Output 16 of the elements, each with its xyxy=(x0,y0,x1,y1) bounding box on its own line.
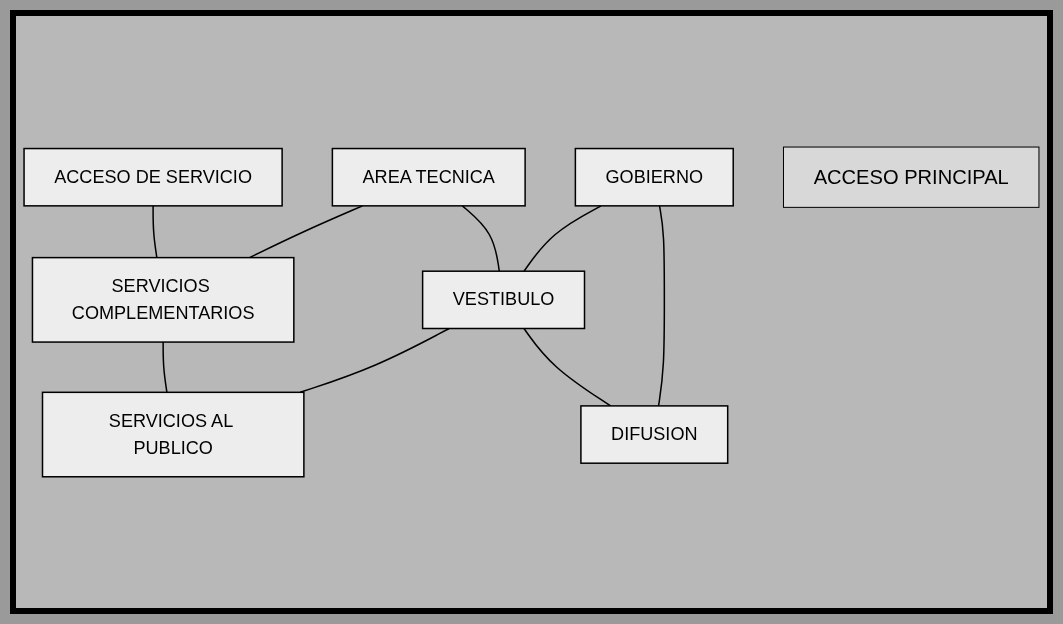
connector xyxy=(523,205,602,273)
connector xyxy=(162,341,168,394)
node-box: VESTIBULO xyxy=(421,270,586,330)
node-box: SERVICIOS AL PUBLICO xyxy=(41,391,305,478)
connector xyxy=(248,205,364,259)
node-box: ACCESO PRINCIPAL xyxy=(783,146,1040,208)
node-box: DIFUSION xyxy=(580,405,729,465)
node-box: AREA TECNICA xyxy=(331,147,526,207)
connector xyxy=(657,205,666,407)
connector xyxy=(299,327,450,394)
node-box: GOBIERNO xyxy=(574,147,734,207)
connector xyxy=(461,205,501,273)
node-box: ACCESO DE SERVICIO xyxy=(23,147,283,207)
connector xyxy=(523,327,612,407)
node-box: SERVICIOS COMPLEMENTARIOS xyxy=(31,256,295,343)
connector xyxy=(152,205,158,259)
